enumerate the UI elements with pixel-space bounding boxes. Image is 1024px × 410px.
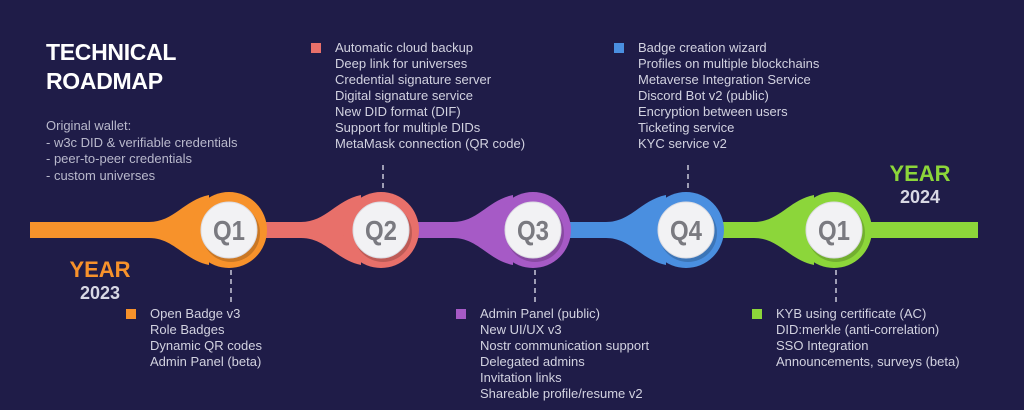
list-item: Credential signature server [335,72,492,87]
title-line2: ROADMAP [46,68,163,94]
node-center [805,201,863,259]
list-item: Digital signature service [335,88,474,103]
list-item: Badge creation wizard [638,40,767,55]
list-item: Original wallet: [46,118,132,133]
list-item: MetaMask connection (QR code) [335,136,526,151]
year-value: 2024 [899,187,941,207]
quarter-items-4: KYB using certificate (AC)DID:merkle (an… [752,306,960,370]
year-2023: YEAR 2023 [64,258,136,304]
list-item: Admin Panel (public) [480,306,600,321]
quarter-label: Q1 [818,215,850,246]
node-tail [606,195,666,265]
list-item: Admin Panel (beta) [150,354,262,369]
node-tail [301,195,361,265]
quarter-label: Q1 [213,215,245,246]
quarter-label: Q2 [365,215,397,246]
node-center [504,201,562,259]
list-item: Dynamic QR codes [150,338,262,353]
quarter-label: Q4 [670,215,702,246]
list-item: KYC service v2 [638,136,727,151]
node-tail [149,195,209,265]
list-item: Metaverse Integration Service [638,72,811,87]
year-label: YEAR [69,257,131,282]
node-center [352,201,410,259]
node-tail [754,195,814,265]
list-item: Automatic cloud backup [335,40,474,55]
color-square-icon [126,309,136,319]
node-center [657,201,715,259]
list-item: SSO Integration [776,338,869,353]
list-item: Support for multiple DIDs [335,120,481,135]
list-item: Delegated admins [480,354,585,369]
list-item: Role Badges [150,322,225,337]
page-title: TECHNICAL ROADMAP [46,38,176,96]
list-item: Shareable profile/resume v2 [480,386,643,401]
color-square-icon [752,309,762,319]
list-item: New UI/UX v3 [480,322,562,337]
list-item: - peer-to-peer credentials [46,151,192,166]
year-label: YEAR [889,161,951,186]
list-item: KYB using certificate (AC) [776,306,927,321]
year-2024: YEAR 2024 [884,162,956,208]
list-item: - w3c DID & verifiable credentials [46,134,238,150]
year-value: 2023 [79,283,121,303]
color-square-icon [311,43,321,53]
list-item: Ticketing service [638,120,735,135]
list-item: Profiles on multiple blockchains [638,56,820,71]
node-tail [453,195,513,265]
list-item: DID:merkle (anti-correlation) [776,322,940,337]
list-item: Encryption between users [638,104,788,119]
list-item: Deep link for universes [335,56,468,71]
color-square-icon [456,309,466,319]
color-square-icon [614,43,624,53]
list-item: Discord Bot v2 (public) [638,88,769,103]
title-line1: TECHNICAL [46,39,177,65]
list-item: Invitation links [480,370,562,385]
list-item: Announcements, surveys (beta) [776,354,960,369]
node-center [200,201,258,259]
list-item: Open Badge v3 [150,306,241,321]
list-item: Nostr communication support [480,338,650,353]
original-wallet-list: Original wallet: - w3c DID & verifiable … [46,118,237,184]
list-item: New DID format (DIF) [335,104,461,119]
list-item: - custom universes [46,167,156,183]
quarter-label: Q3 [517,215,549,246]
